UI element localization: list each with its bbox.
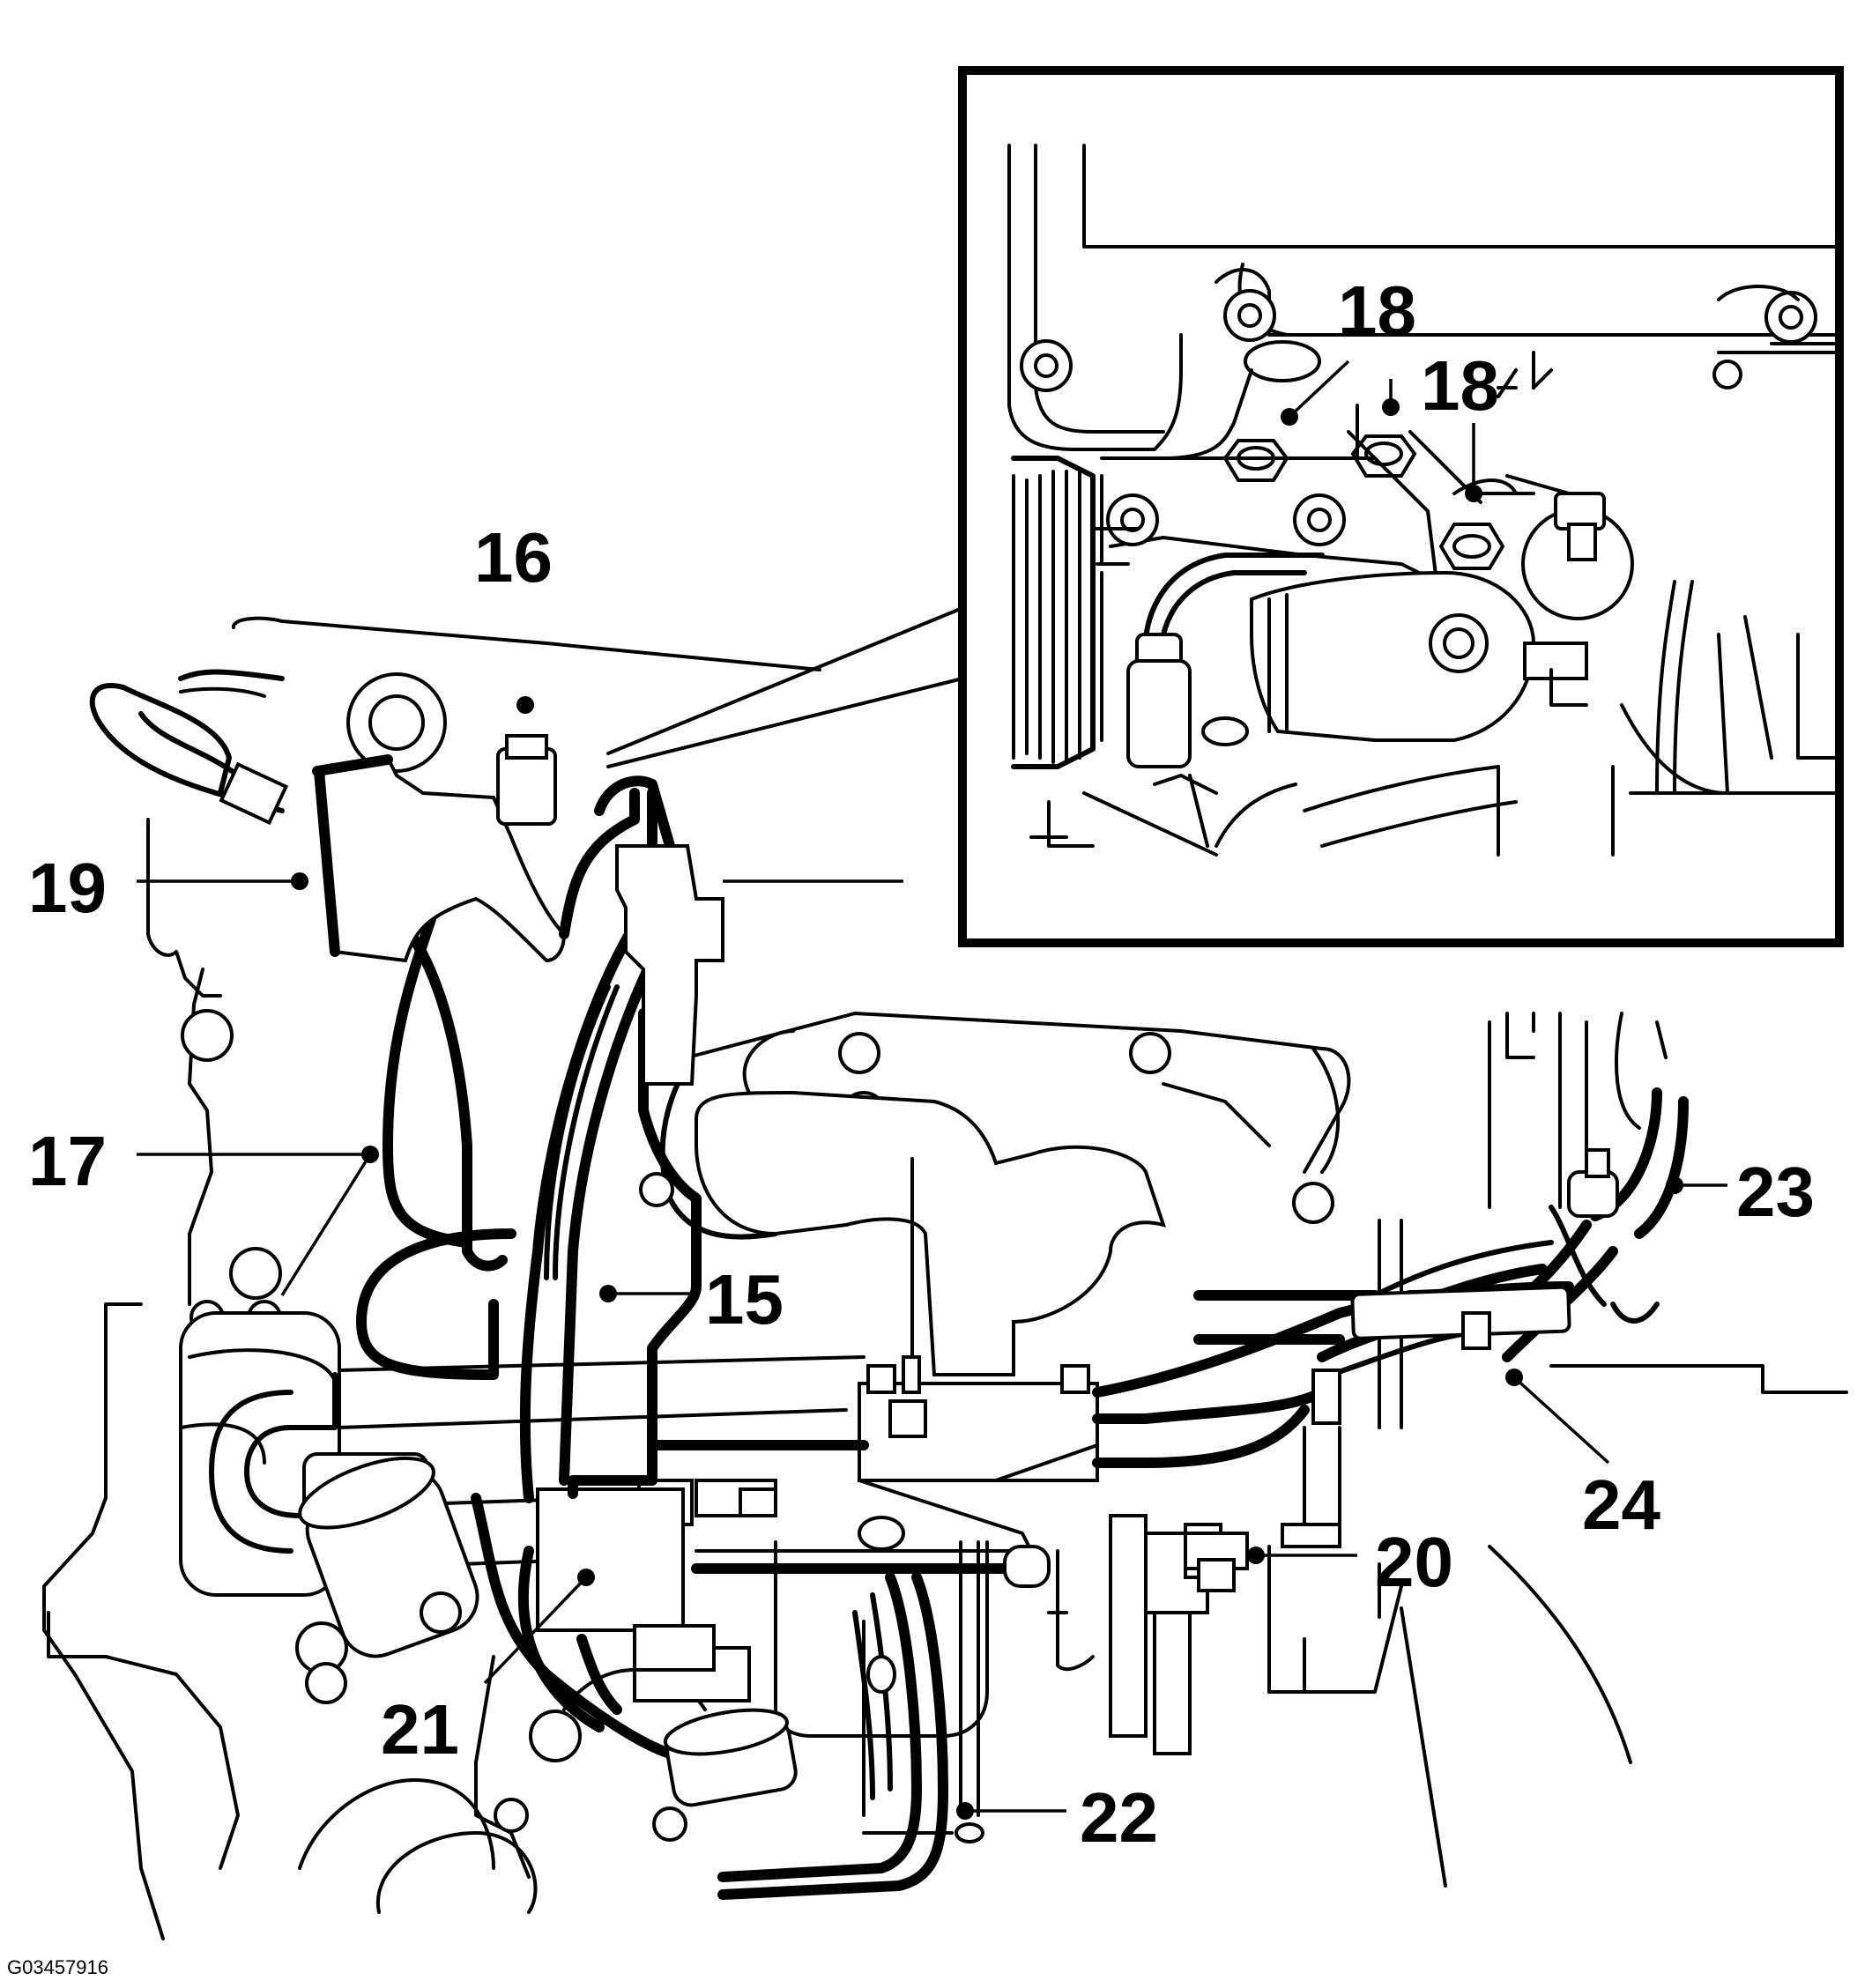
detail-inset	[606, 66, 1844, 947]
callout-23: 23	[1736, 1153, 1815, 1231]
fuel-components	[312, 734, 1249, 1672]
callout-18-right: 18	[1421, 346, 1499, 425]
nut-18-left	[1222, 439, 1289, 482]
callout-22: 22	[1080, 1778, 1158, 1857]
leader-lines	[137, 360, 1727, 1820]
figure-id: G03457916	[7, 1956, 108, 1978]
callout-18-left: 18	[1338, 271, 1416, 350]
callout-20: 20	[1375, 1523, 1453, 1601]
callout-17: 17	[28, 1122, 107, 1200]
callout-labels: 15 16 17 18 18 19 20 21 22 23 24	[28, 271, 1815, 1857]
nut-18-middle	[1350, 434, 1417, 478]
callout-15: 15	[705, 1260, 784, 1339]
pipes-and-hoses	[89, 669, 1689, 1900]
callout-24: 24	[1582, 1465, 1660, 1544]
callout-16: 16	[474, 518, 553, 597]
callout-21: 21	[381, 1690, 459, 1769]
callout-19: 19	[28, 849, 107, 927]
nut-18-right	[1438, 523, 1505, 570]
